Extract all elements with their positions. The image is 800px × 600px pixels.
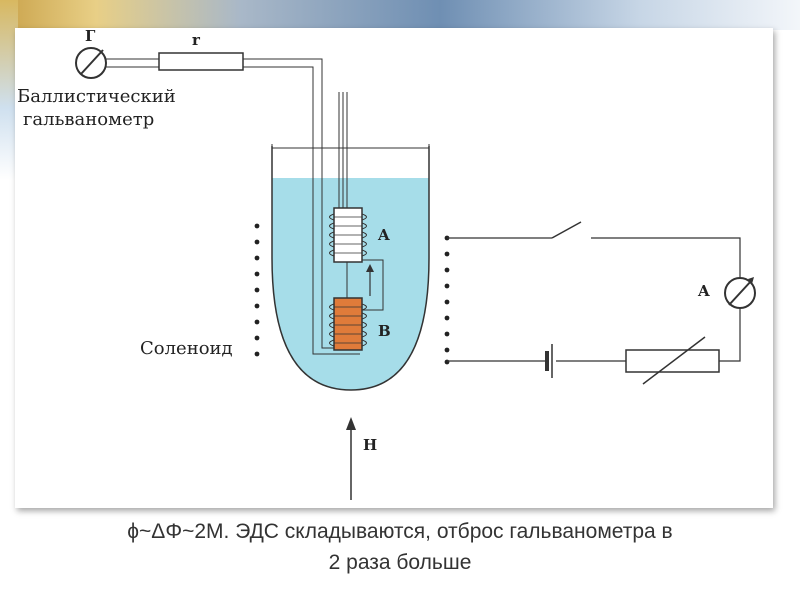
coil-a-winding-right [361,213,367,257]
coil-b [333,297,363,351]
coil-b-turns [334,306,362,344]
galvanometer-symbol: Г [85,28,96,45]
coil-a-label: A [377,226,390,244]
circuit-diagram: Г Баллистический гальванометр r A B Соле… [17,28,756,500]
resistor-r [158,52,244,71]
coil-a-turns [334,216,362,254]
coil-b-winding-left [329,303,335,347]
slide-caption: ϕ~ΔΦ~2M. ЭДС складываются, отброс гальва… [0,516,800,578]
caption-line2: 2 раза больше [328,551,472,574]
ammeter-label: A [697,282,710,300]
galvanometer-caption-line1: Баллистический [17,86,176,107]
liquid [272,178,429,390]
movement-arrowhead [366,264,374,272]
rheostat-slider [642,336,706,385]
vessel-lid-ticks [271,144,430,152]
background-decoration-left [0,0,18,180]
field-arrowhead [346,417,356,430]
galvanometer-needle [80,49,104,75]
galvanometer-caption-line2: гальванометр [23,109,154,130]
solenoid-left [254,223,260,357]
vessel [271,146,430,391]
support-rod [338,92,344,208]
field-label: H [363,436,377,454]
slide-panel: Г Баллистический гальванометр r A B Соле… [15,28,773,508]
coil-b-winding-right [361,303,367,347]
wire-top-right [591,237,741,278]
wire-galvanometer-inner [106,66,360,355]
caption-line1: ϕ~ΔΦ~2M. ЭДС складываются, отброс гальва… [127,520,673,543]
coil-b-label: B [378,322,391,340]
background-decoration-top [0,0,800,30]
resistor-label: r [192,31,201,49]
solenoid-label: Соленоид [140,338,233,359]
solenoid-right [444,235,450,365]
wire-right [719,308,741,362]
coil-a-winding-left [329,213,335,257]
ammeter-arrowhead [748,277,754,284]
ammeter-needle [728,279,753,306]
coil-connection-loop [362,259,384,311]
switch [551,221,582,239]
